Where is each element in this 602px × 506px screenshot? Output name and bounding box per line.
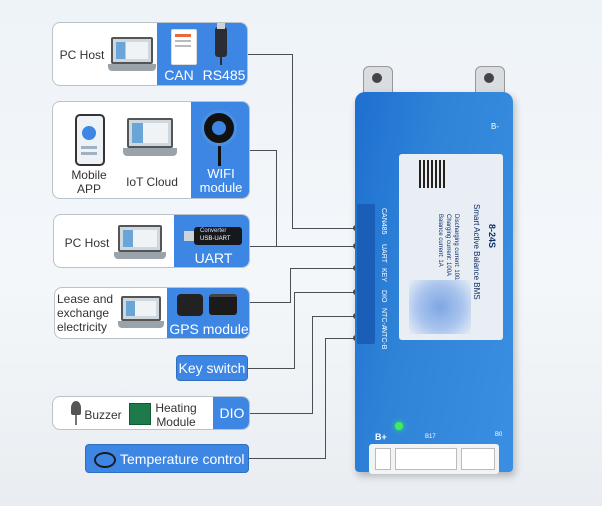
rs485-usb-icon [215, 23, 227, 65]
bms-title: 8-24S [487, 224, 497, 249]
can-adapter-icon [171, 29, 197, 65]
bms-device: B- CAN485 UART KEY DIO NTC-A NTC-B 8-24S… [355, 66, 513, 484]
gps-antenna-icon [209, 294, 237, 315]
bms-b-minus-label: B- [491, 122, 499, 131]
qr-code [419, 160, 447, 188]
dio-tag [213, 397, 249, 429]
port-can485-label: CAN485 [380, 208, 387, 235]
port-strip [357, 204, 375, 344]
mobile-phone-icon [75, 114, 105, 166]
port-ntc-b-label: NTC-B [380, 328, 387, 350]
buzzer-label: Buzzer [84, 408, 122, 422]
lease-laptop-icon [117, 296, 165, 328]
bms-spec-3: Balance current: 1A [437, 214, 443, 267]
port-uart-label: UART [380, 244, 387, 263]
iot-cloud-laptop-icon [123, 118, 177, 156]
bms-subtitle: Smart Active Balance BMS [472, 204, 481, 300]
gps-panel: Lease and exchange electricity GPS modul… [54, 287, 250, 339]
port-dio-label: DIO [380, 290, 387, 303]
pc-host-uart-laptop-icon [114, 225, 166, 259]
dio-label: DIO [219, 405, 245, 421]
dio-panel: Buzzer Heating Module DIO [52, 396, 250, 430]
bms-b-plus-label: B+ [375, 432, 387, 442]
gps-module-label: GPS module [169, 321, 249, 337]
usb-uart-label: USB-UART [200, 236, 231, 242]
port-key-label: KEY [380, 268, 387, 283]
heating-module-icon [129, 403, 151, 425]
heating-module-label: Heating Module [155, 401, 197, 429]
pc-host-label: PC Host [59, 48, 105, 62]
iot-cloud-label: IoT Cloud [126, 175, 178, 189]
converter-label: Converter [200, 228, 227, 234]
wifi-module-label: WIFI module [199, 166, 243, 195]
pc-host-uart-label: PC Host [64, 236, 110, 250]
gps-module-icon [177, 294, 203, 316]
uart-label: UART [194, 250, 233, 266]
bms-b17-label: B17 [425, 434, 436, 440]
mobile-iot-wifi-panel: Mobile APP IoT Cloud WIFI module [52, 101, 250, 199]
wifi-cable-icon [218, 146, 221, 166]
port-ntc-a-label: NTC-A [380, 308, 387, 330]
mobile-app-label: Mobile APP [71, 168, 107, 196]
bms-logo-blur [409, 280, 471, 334]
bms-label-sticker: 8-24S Smart Active Balance BMS Dischargi… [399, 154, 503, 340]
usb-uart-converter-icon: Converter USB-UART [184, 227, 242, 245]
wifi-module-icon [201, 110, 237, 146]
bms-spec-2: Charging current: 100A [445, 214, 451, 277]
key-switch-button[interactable]: Key switch [176, 355, 248, 381]
bms-spec-1: Discharging current: 100A [453, 214, 459, 284]
bottom-connector-block [369, 444, 499, 474]
pc-host-can-rs485-panel: PC Host CAN RS485 [52, 22, 248, 86]
rs485-label: RS485 [202, 67, 246, 83]
temperature-control-label: Temperature control [120, 450, 245, 467]
buzzer-icon [71, 401, 81, 425]
laptop-icon [107, 37, 157, 71]
can-label: CAN [164, 67, 194, 83]
status-led [395, 422, 403, 430]
port-labels: CAN485 UART KEY DIO NTC-A NTC-B [377, 204, 391, 349]
temperature-control-button[interactable]: Temperature control [85, 444, 249, 473]
ntc-probe-icon [94, 452, 116, 468]
pc-host-uart-panel: PC Host Converter USB-UART UART [53, 214, 250, 268]
bms-b0-label: B0 [495, 432, 503, 438]
lease-exchange-label: Lease and exchange electricity [57, 292, 114, 334]
